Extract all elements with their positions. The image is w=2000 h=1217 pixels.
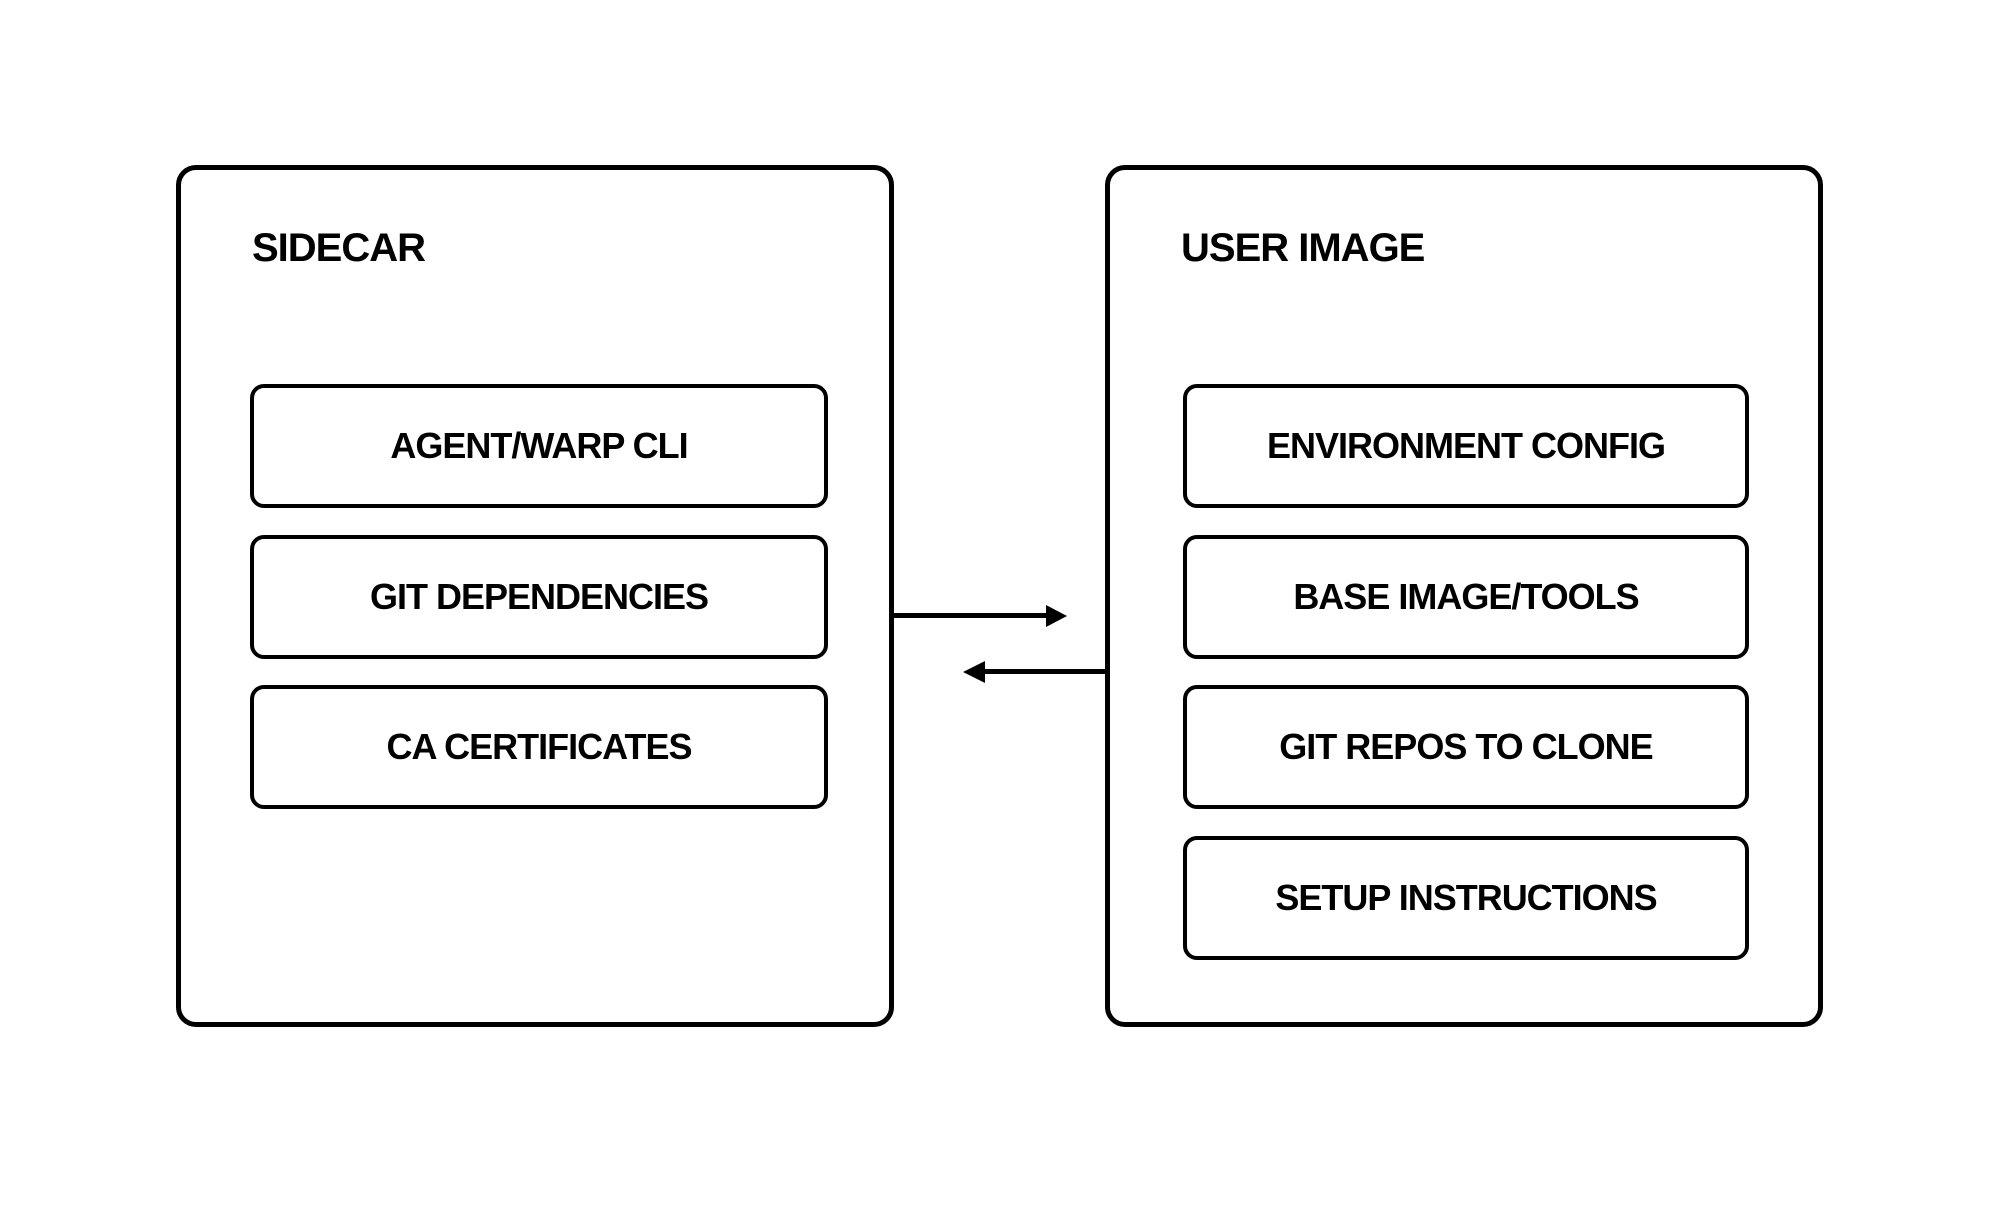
- node-label: GIT REPOS TO CLONE: [1279, 726, 1653, 767]
- arrow-shaft: [894, 613, 1047, 618]
- user-image-container: USER IMAGE ENVIRONMENT CONFIG BASE IMAGE…: [1105, 165, 1823, 1027]
- node-base-image-tools: BASE IMAGE/TOOLS: [1183, 535, 1749, 659]
- arrow-shaft: [984, 669, 1110, 674]
- node-environment-config: ENVIRONMENT CONFIG: [1183, 384, 1749, 508]
- node-label: BASE IMAGE/TOOLS: [1293, 576, 1639, 617]
- node-git-repos-to-clone: GIT REPOS TO CLONE: [1183, 685, 1749, 809]
- node-label: SETUP INSTRUCTIONS: [1275, 877, 1657, 918]
- user-image-title: USER IMAGE: [1181, 226, 1425, 270]
- node-git-dependencies: GIT DEPENDENCIES: [250, 535, 828, 659]
- arrow-head-left-icon: [963, 661, 985, 683]
- sidecar-title: SIDECAR: [252, 226, 426, 270]
- node-label: CA CERTIFICATES: [386, 726, 693, 767]
- node-ca-certificates: CA CERTIFICATES: [250, 685, 828, 809]
- node-label: ENVIRONMENT CONFIG: [1266, 425, 1666, 466]
- sidecar-container: SIDECAR AGENT/WARP CLI GIT DEPENDENCIES …: [176, 165, 894, 1027]
- node-setup-instructions: SETUP INSTRUCTIONS: [1183, 836, 1749, 960]
- arrow-head-right-icon: [1046, 605, 1067, 627]
- node-label: AGENT/WARP CLI: [390, 425, 688, 466]
- node-label: GIT DEPENDENCIES: [369, 576, 709, 617]
- node-agent-warp-cli: AGENT/WARP CLI: [250, 384, 828, 508]
